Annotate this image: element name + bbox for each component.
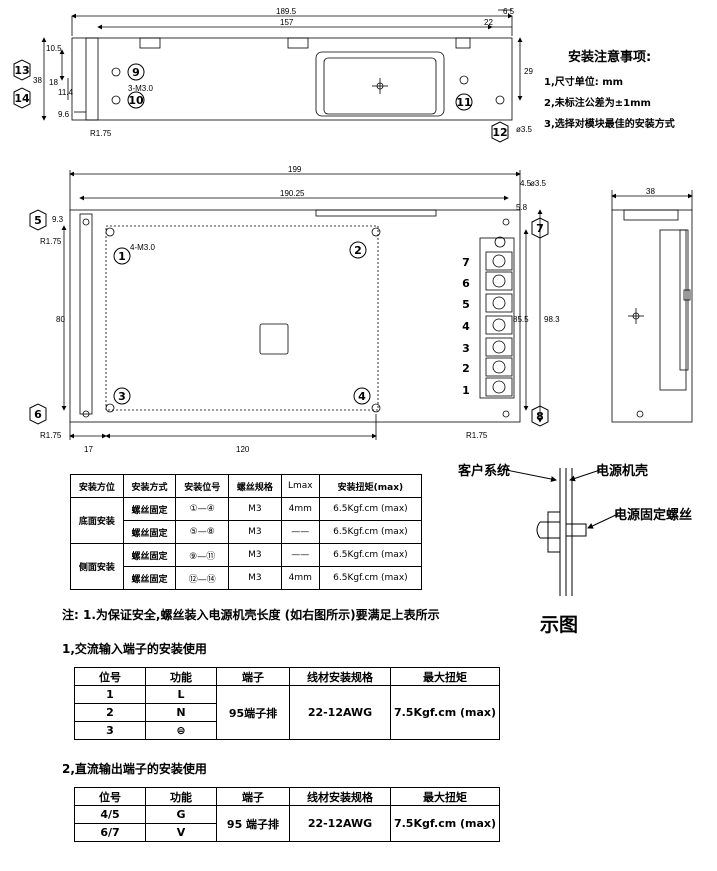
table-row: 4/5 G 95 端子排 22-12AWG 7.5Kgf.cm (max) <box>74 805 500 842</box>
svg-text:4: 4 <box>358 390 366 403</box>
svg-text:13: 13 <box>14 64 29 77</box>
label-case: 电源机壳 <box>596 464 649 479</box>
hole-label-3m3: 3-M3.0 <box>128 84 153 93</box>
table-row: 螺丝固定 ⑫—⑭ M3 4mm 6.5Kgf.cm (max) <box>71 566 423 590</box>
svg-text:3: 3 <box>462 342 470 355</box>
table-header-row: 位号 功能 端子 线材安装规格 最大扭矩 <box>74 667 500 686</box>
svg-text:7: 7 <box>462 256 470 269</box>
marker-13 <box>13 59 31 81</box>
dc-table: 位号 功能 端子 线材安装规格 最大扭矩 4/5 G 95 端子排 22-12A… <box>74 787 500 842</box>
svg-text:R1.75: R1.75 <box>40 237 62 246</box>
note-line: 注: 1.为保证安全,螺丝装入电源机壳长度 (如右图所示)要满足上表所示 <box>62 608 440 622</box>
dim-r175: R1.75 <box>90 129 112 138</box>
dim-6-5: 6.5 <box>503 7 515 16</box>
svg-text:4-M3.0: 4-M3.0 <box>130 243 155 252</box>
note-item-3: 3,选择对模块最佳的安装方式 <box>544 119 675 130</box>
ac-table: 位号 功能 端子 线材安装规格 最大扭矩 1 L 95端子排 22-12AWG … <box>74 667 500 740</box>
marker-12 <box>491 121 509 143</box>
dim-29: 29 <box>524 67 533 76</box>
svg-text:14: 14 <box>14 92 30 105</box>
table-row: 1 L 95端子排 22-12AWG 7.5Kgf.cm (max) <box>74 685 500 740</box>
table-row: 3 ⊜ <box>74 721 500 740</box>
svg-text:5: 5 <box>462 298 470 311</box>
table-row: 2 N <box>74 703 500 722</box>
side-view-top <box>41 9 523 121</box>
marker-9 <box>127 63 145 81</box>
marker-14 <box>13 87 31 109</box>
marker-2 <box>349 241 367 259</box>
screw-illustration <box>505 468 619 596</box>
marker-11 <box>455 93 473 111</box>
install-table: 安装方位 安装方式 安装位号 螺丝规格 Lmax 安装扭矩(max) 底面安装 … <box>70 474 423 590</box>
svg-text:38: 38 <box>646 187 655 196</box>
marker-3 <box>113 387 131 405</box>
dim-189-5: 189.5 <box>276 7 297 16</box>
svg-text:4.5: 4.5 <box>520 179 532 188</box>
svg-text:199: 199 <box>288 165 302 174</box>
svg-text:85.5: 85.5 <box>513 315 529 324</box>
svg-text:9: 9 <box>132 66 140 79</box>
right-view <box>611 190 693 423</box>
table-header-row: 位号 功能 端子 线材安装规格 最大扭矩 <box>74 787 500 806</box>
dim-38: 38 <box>33 76 42 85</box>
svg-text:1: 1 <box>118 250 126 263</box>
dim-dia35: ø3.5 <box>516 125 533 134</box>
svg-text:9.3: 9.3 <box>52 215 64 224</box>
marker-6 <box>29 403 47 425</box>
marker-5 <box>29 209 47 231</box>
svg-text:98.3: 98.3 <box>544 315 560 324</box>
dim-18: 18 <box>49 78 58 87</box>
table-row: 侧面安装 螺丝固定 ⑨—⑪ M3 —— 6.5Kgf.cm (max) <box>70 543 423 590</box>
table-row: 6/7 V <box>74 823 500 842</box>
dim-22: 22 <box>484 18 493 27</box>
svg-text:1: 1 <box>462 384 470 397</box>
svg-text:2: 2 <box>462 362 470 375</box>
marker-7 <box>531 217 549 239</box>
svg-text:80: 80 <box>56 315 65 324</box>
svg-text:17: 17 <box>84 445 93 454</box>
label-customer: 客户系统 <box>458 464 511 479</box>
svg-text:R1.75: R1.75 <box>40 431 62 440</box>
svg-text:5: 5 <box>34 214 42 227</box>
svg-text:12: 12 <box>492 126 507 139</box>
svg-text:10: 10 <box>128 94 144 107</box>
svg-text:120: 120 <box>236 445 250 454</box>
svg-text:6: 6 <box>462 277 470 290</box>
svg-text:7: 7 <box>536 222 544 235</box>
dim-11-4: 11.4 <box>58 88 74 97</box>
table-row: 底面安装 螺丝固定 ①—④ M3 4mm 6.5Kgf.cm (max) <box>70 497 423 544</box>
svg-text:190.25: 190.25 <box>280 189 305 198</box>
marker-1 <box>113 247 131 265</box>
table-row: 螺丝固定 ⑤—⑧ M3 —— 6.5Kgf.cm (max) <box>71 520 423 544</box>
svg-text:6: 6 <box>34 408 42 421</box>
note-item-2: 2,未标注公差为±1mm <box>544 98 651 109</box>
dim-10-5: 10.5 <box>46 44 62 53</box>
main-view <box>61 170 543 440</box>
dc-section-title: 2,直流输出端子的安装使用 <box>62 762 207 776</box>
table-header-row: 安装方位 安装方式 安装位号 螺丝规格 Lmax 安装扭矩(max) <box>70 474 423 498</box>
svg-text:8: 8 <box>536 410 544 423</box>
svg-text:R1.75: R1.75 <box>466 431 488 440</box>
dim-9-6: 9.6 <box>58 110 70 119</box>
svg-text:5.8: 5.8 <box>516 203 528 212</box>
marker-10 <box>127 91 145 109</box>
notes-list: 1,尺寸单位: mm 2,未标注公差为±1mm 3,选择对模块最佳的安装方式 <box>544 72 675 135</box>
terminal-block <box>485 236 513 397</box>
label-screw: 电源固定螺丝 <box>614 508 693 523</box>
marker-4 <box>353 387 371 405</box>
svg-text:4: 4 <box>462 320 470 333</box>
svg-text:2: 2 <box>354 244 362 257</box>
svg-text:ø3.5: ø3.5 <box>530 179 547 188</box>
notes-title: 安装注意事项: <box>568 50 652 65</box>
ac-section-title: 1,交流输入端子的安装使用 <box>62 642 207 656</box>
marker-8 <box>531 405 549 427</box>
svg-text:11: 11 <box>456 96 471 109</box>
dim-157: 157 <box>280 18 294 27</box>
svg-text:3: 3 <box>118 390 126 403</box>
illustration-caption: 示图 <box>540 614 579 636</box>
note-item-1: 1,尺寸单位: mm <box>544 77 624 88</box>
